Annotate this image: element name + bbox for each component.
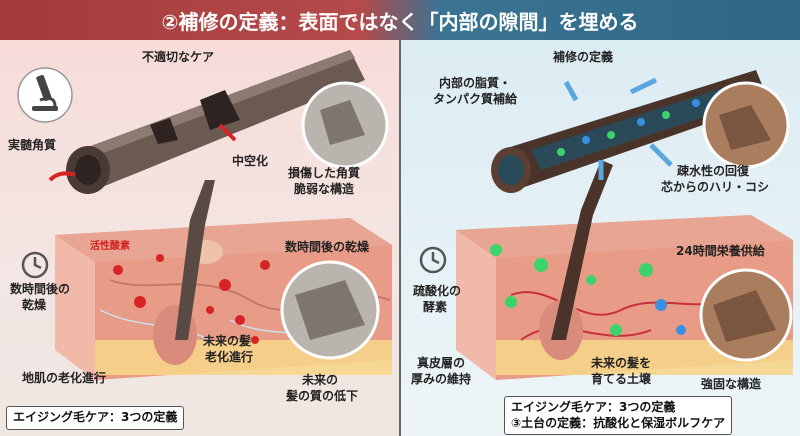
zoom-circle-damaged (301, 81, 389, 169)
damaged-hair-tube (66, 50, 365, 194)
panel-divider (399, 40, 401, 436)
label-lipid-2: タンパク質補給 (433, 92, 518, 106)
label-quality-1: 未来の (302, 373, 339, 387)
zoom-circle-hydrophobic (702, 81, 790, 169)
red-arrow (218, 123, 237, 142)
left-illustration (17, 50, 392, 380)
header-banner: ②補修の定義：表面ではなく「内部の隙間」を埋める (0, 0, 800, 40)
label-supply: 24時間栄養供給 (676, 244, 765, 258)
left-footer-box: エイジング毛ケア：3つの定義 (6, 406, 185, 430)
label-enzyme-1: 疏酸化の (413, 284, 462, 298)
free-radical-cluster (113, 254, 270, 344)
page-title: ②補修の定義：表面ではなく「内部の隙間」を埋める (161, 9, 639, 34)
red-arrow (48, 171, 76, 182)
label-dryness-2: 乾燥 (22, 298, 47, 312)
label-dryness-1: 数時間後の (10, 282, 71, 296)
label-dermis-2: 厚みの維持 (411, 372, 472, 386)
left-footer-text: エイジング毛ケア：3つの定義 (13, 410, 178, 424)
blue-arrows (563, 77, 673, 180)
clock-icon (419, 246, 447, 274)
label-lipid-1: 内部の脂質・ (439, 76, 512, 90)
right-panel: 補修の定義 内部の脂質・ タンパク質補給 疎水性の回復 芯からのハリ・コシ 24… (401, 40, 800, 436)
zoom-circle-strong (699, 268, 793, 362)
zoom-circle-dry (280, 260, 380, 360)
label-strong: 強固な構造 (701, 377, 762, 391)
hair-shaft (175, 180, 215, 340)
hair-shaft (551, 160, 613, 340)
label-medulla: 実髄角質 (8, 138, 57, 152)
label-hydro-1: 疎水性の回復 (677, 164, 750, 178)
right-title: 補修の定義 (553, 50, 614, 64)
right-footer-box: エイジング毛ケア：3つの定義 ③土台の定義：抗酸化と保湿ボルフケア (504, 396, 733, 436)
label-hydro-2: 芯からのハリ・コシ (661, 180, 770, 194)
right-footer-line-1: エイジング毛ケア：3つの定義 (511, 400, 676, 414)
right-footer-line-2: ③土台の定義：抗酸化と保湿ボルフケア (511, 415, 726, 430)
label-hollow: 中空化 (232, 154, 269, 168)
label-future-2: 老化進行 (205, 350, 254, 364)
label-dryness-later: 数時間後の乾燥 (285, 240, 370, 254)
label-quality-2: 髪の質の低下 (286, 389, 359, 403)
left-title: 不適切なケア (142, 50, 215, 64)
label-free-radical: 活性酸素 (90, 241, 130, 252)
label-future-1: 未来の髪 (203, 334, 252, 348)
repaired-hair-tube (491, 70, 769, 193)
label-soil-2: 育てる土壌 (591, 372, 652, 386)
label-scalp-aging: 地肌の老化進行 (22, 371, 107, 385)
left-panel: 不適切なケア 実髄角質 中空化 損傷した角質 脆弱な構造 活性酸素 数時間後の … (0, 40, 399, 436)
label-damaged-2: 脆弱な構造 (294, 182, 355, 196)
label-soil-1: 未来の髪を (591, 356, 652, 370)
microscope-icon (17, 67, 73, 123)
clock-icon (21, 251, 49, 279)
label-enzyme-2: 酵素 (423, 300, 448, 314)
right-illustration (419, 70, 793, 380)
label-dermis-1: 真皮層の (417, 356, 466, 370)
nutrient-spheres (490, 244, 686, 336)
label-damaged-1: 損傷した角質 (288, 166, 361, 180)
